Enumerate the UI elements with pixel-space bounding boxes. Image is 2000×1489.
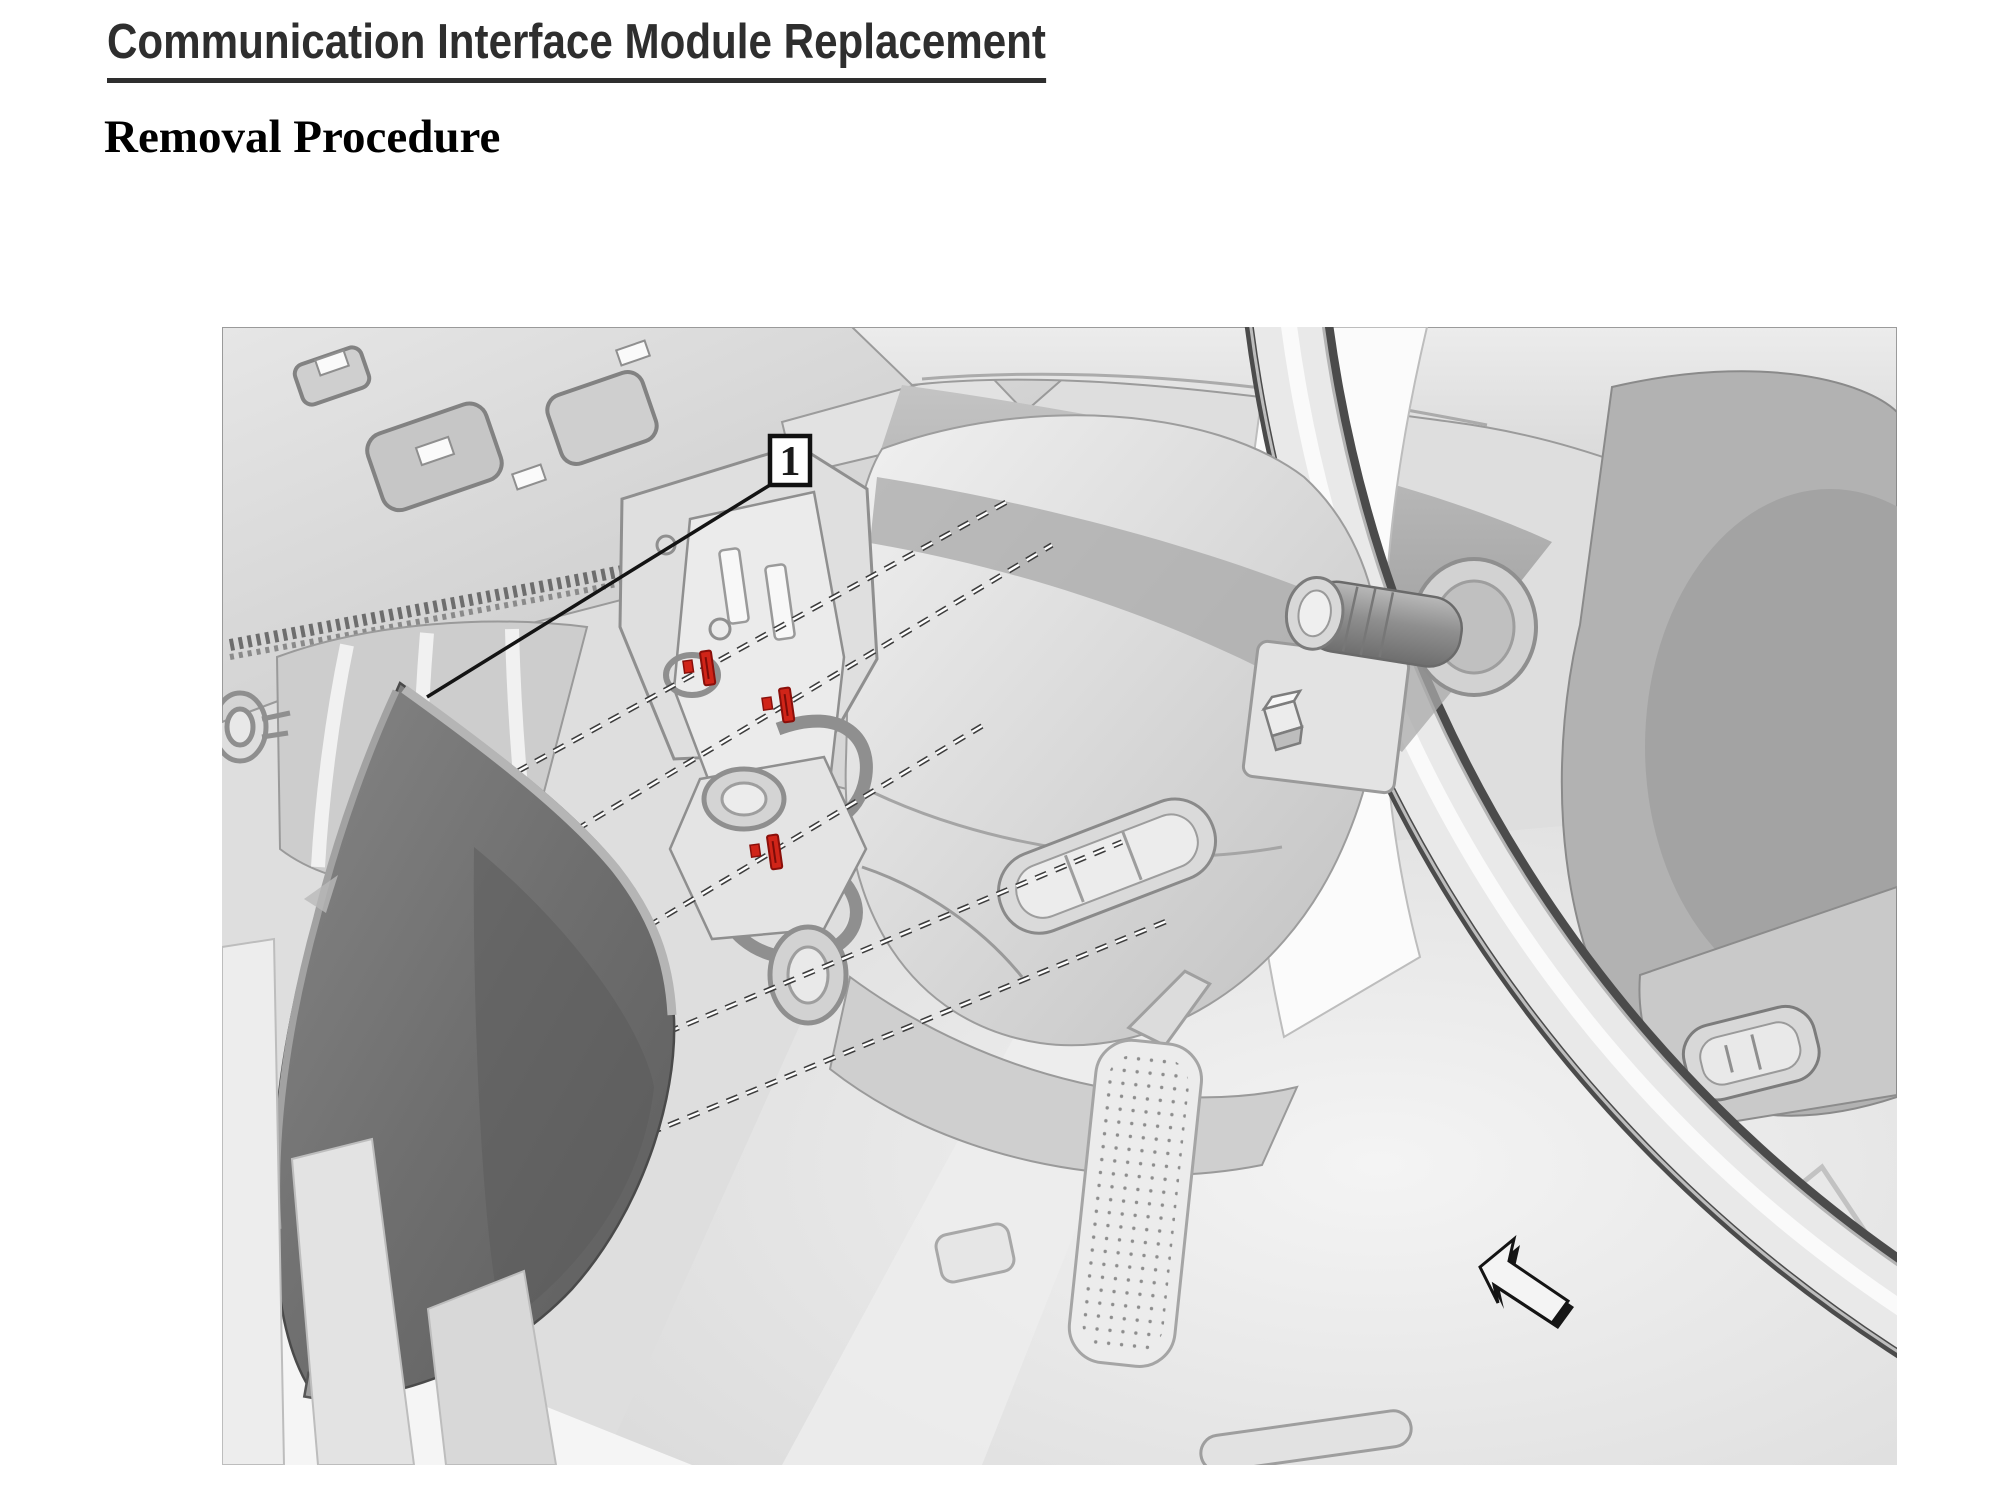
callout-1-label: 1: [780, 439, 801, 485]
cover-step-notch: [304, 875, 338, 913]
page-title: Communication Interface Module Replaceme…: [107, 14, 1046, 83]
figure-illustration: 1: [211, 0, 2000, 1473]
module-fasteners: [682, 649, 796, 871]
cover-inner-shade: [473, 847, 654, 1325]
fastener-red-2: [761, 686, 796, 724]
brake-pedal-hint: [934, 1222, 1016, 1284]
dash-module-diagram: 1: [211, 0, 2000, 1473]
accelerator-pedal: [1067, 969, 1212, 1368]
sill-strips: [221, 937, 558, 1466]
structure-cutouts: [292, 345, 659, 513]
lower-trim-strip: [1199, 1409, 1413, 1473]
hood-seam: [921, 372, 1488, 427]
module-slot-tab: [764, 563, 796, 641]
direction-arrow-icon: [1478, 1235, 1574, 1329]
cover-top-edge-highlight: [401, 685, 677, 1016]
module-slot-tab: [718, 547, 750, 625]
fastener-red-1: [682, 649, 717, 687]
spoke-button-pod: [1681, 1004, 1821, 1102]
fastener-red-3: [749, 833, 784, 871]
callout-1-leader-line: [426, 483, 771, 699]
callout-1-box: 1: [767, 433, 813, 488]
clip-cube: [1261, 689, 1304, 752]
section-heading: Removal Procedure: [104, 111, 501, 163]
column-switch-pod: [997, 797, 1218, 935]
turn-signal-stalk: [1284, 576, 1463, 668]
steering-column: [828, 414, 1538, 1177]
